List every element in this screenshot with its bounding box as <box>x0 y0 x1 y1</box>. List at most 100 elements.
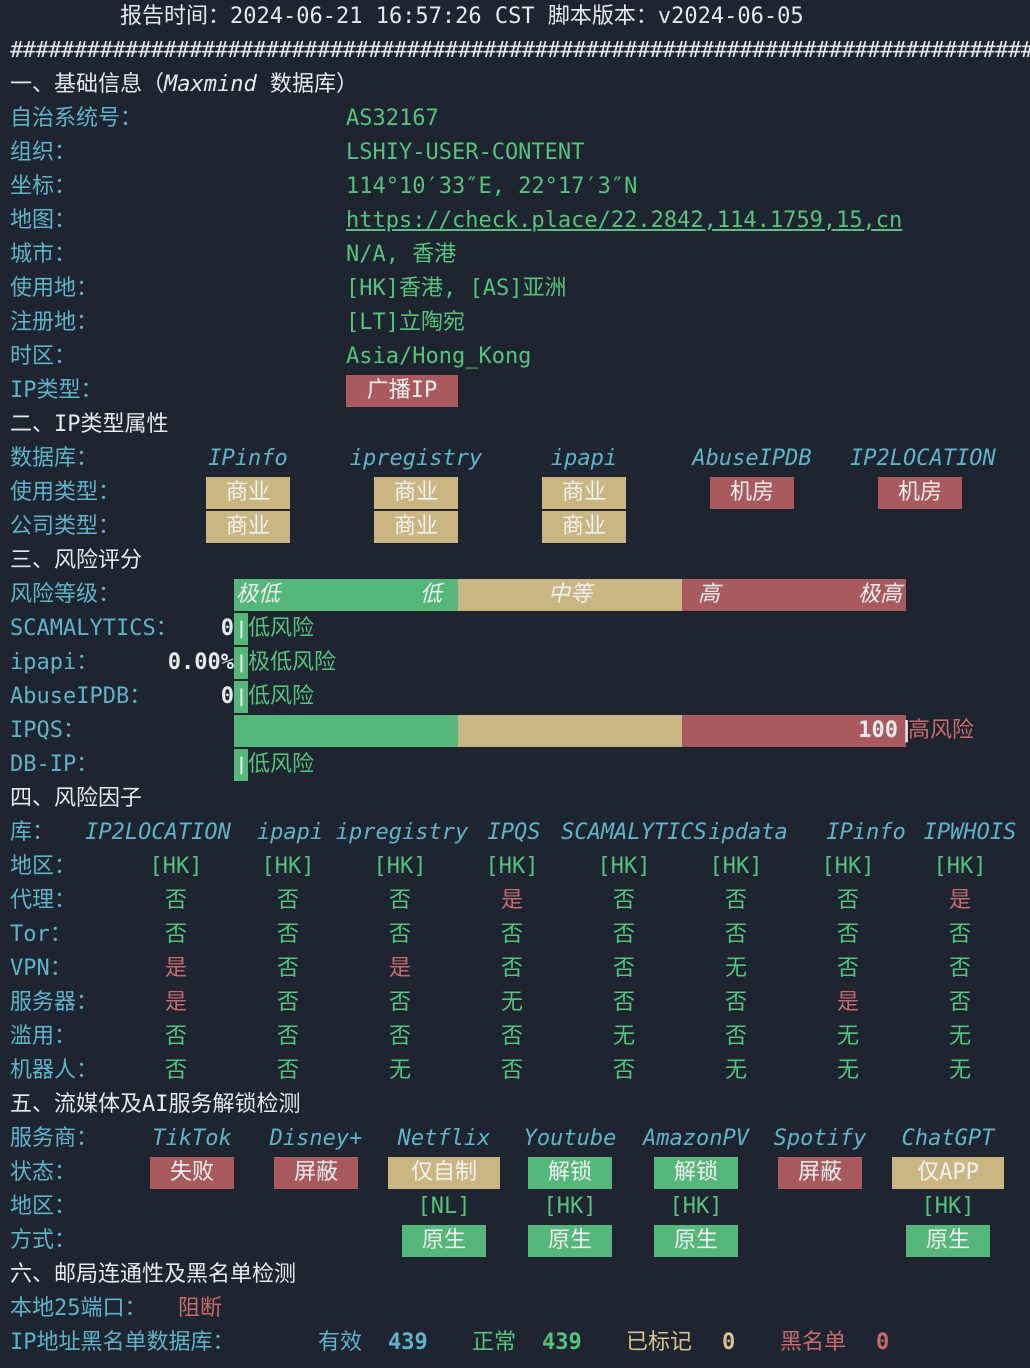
risk-level-row: 风险等级： 极低 低 中等 高 极高 <box>0 578 1030 612</box>
ip-type-row: IP类型： 广播IP <box>0 374 1030 408</box>
basic-info-value: [HK]香港, [AS]亚洲 <box>346 276 567 301</box>
db-header-ipinfo: IPinfo <box>208 446 288 471</box>
risk-source-label: SCAMALYTICS： <box>10 616 178 641</box>
basic-info-row: 注册地： [LT]立陶宛 <box>0 306 1030 340</box>
section3-title-row: 三、风险评分 <box>0 544 1030 578</box>
factor-db-ipdata: ipdata <box>708 820 788 845</box>
risk-factor-label: 代理： <box>10 888 77 913</box>
risk-factor-value: 否 <box>164 922 187 947</box>
valid-label: 有效 <box>318 1330 363 1355</box>
ip-type-badge: 广播IP <box>346 375 458 407</box>
section5-title-row: 五、流媒体及AI服务解锁检测 <box>0 1088 1030 1122</box>
risk-score-text: 低风险 <box>248 752 315 777</box>
basic-info-label: 时区： <box>10 344 77 369</box>
basic-info-row: 使用地：[HK]香港, [AS]亚洲 <box>0 272 1030 306</box>
risk-factor-value: 无 <box>724 956 747 981</box>
risk-source-label: IPQS： <box>10 718 85 743</box>
risk-bar-green <box>234 681 248 713</box>
port25-label: 本地25端口： <box>10 1296 147 1321</box>
basic-info-row: 坐标： 114°10′33″E, 22°17′3″N <box>0 170 1030 204</box>
section5-method-row: 方式： 原生原生原生原生 <box>0 1224 1030 1258</box>
unlock-status-badge: 仅APP <box>892 1157 1004 1189</box>
risk-factor-value: 无 <box>948 1024 971 1049</box>
risk-factor-value: 否 <box>276 990 299 1015</box>
unlock-region: [NL] <box>417 1194 471 1219</box>
risk-factor-value: 是 <box>388 956 411 981</box>
risk-factor-value: 否 <box>164 888 187 913</box>
risk-factor-value: 否 <box>500 1058 523 1083</box>
risk-marker: | <box>236 618 247 639</box>
provider-youtube: Youtube <box>523 1126 617 1151</box>
usage-type-badge: 商业 <box>542 477 626 509</box>
blacklist-db-label: IP地址黑名单数据库： <box>10 1330 235 1355</box>
map-link[interactable]: https://check.place/22.2842,114.1759,15,… <box>346 208 903 233</box>
unlock-status-badge: 屏蔽 <box>274 1157 358 1189</box>
risk-bar-tan <box>458 715 682 747</box>
basic-info-value: LSHIY-USER-CONTENT <box>346 140 585 165</box>
company-type-badge: 商业 <box>374 511 458 543</box>
risk-factor-value: 否 <box>836 922 859 947</box>
separator-row: ########################################… <box>0 34 1030 68</box>
risk-factor-row: 代理：否否否是否否否是 <box>0 884 1030 918</box>
basic-info-value: 114°10′33″E, 22°17′3″N <box>346 174 638 199</box>
risk-level-low: 低 <box>419 582 442 607</box>
risk-source-label: AbuseIPDB： <box>10 684 152 709</box>
risk-factor-value: 无 <box>388 1058 411 1083</box>
region-label: 地区： <box>10 1194 77 1219</box>
basic-info-value: N/A, 香港 <box>346 242 457 267</box>
usage-type-badge: 机房 <box>878 477 962 509</box>
basic-info-label: 注册地： <box>10 310 99 335</box>
risk-level-very-high: 极高 <box>857 582 902 607</box>
risk-score-value: 0 <box>220 616 234 641</box>
section2-db-label: 数据库： <box>10 446 99 471</box>
marked-label: 已标记 <box>626 1330 693 1355</box>
factor-db-ipwhois: IPWHOIS <box>923 820 1017 845</box>
risk-factor-value: 否 <box>276 956 299 981</box>
usage-type-label: 使用类型： <box>10 480 121 505</box>
basic-info-row: 自治系统号：AS32167 <box>0 102 1030 136</box>
risk-factor-value: 否 <box>164 1058 187 1083</box>
normal-value: 439 <box>542 1330 582 1355</box>
company-type-badge: 商业 <box>206 511 290 543</box>
risk-score-row: AbuseIPDB：0|低风险 <box>0 680 1030 714</box>
risk-factor-label: VPN： <box>10 956 72 981</box>
risk-factor-value: 否 <box>948 956 971 981</box>
risk-factor-value: 否 <box>612 1058 635 1083</box>
risk-score-row: SCAMALYTICS：0|低风险 <box>0 612 1030 646</box>
db-header-ipregistry: ipregistry <box>349 446 483 471</box>
section5-title: 五、流媒体及AI服务解锁检测 <box>10 1092 301 1117</box>
method-label: 方式： <box>10 1228 77 1253</box>
unlock-method-badge: 原生 <box>906 1225 990 1257</box>
basic-info-value: [LT]立陶宛 <box>346 310 465 335</box>
basic-info-value: Asia/Hong_Kong <box>346 344 532 369</box>
section1-title: 一、基础信息（Maxmind 数据库） <box>10 72 358 97</box>
risk-factor-label: 机器人： <box>10 1058 99 1083</box>
factor-db-ipapi: ipapi <box>256 820 324 845</box>
risk-level-very-low: 极低 <box>236 582 281 607</box>
risk-factor-value: 否 <box>388 1024 411 1049</box>
risk-factor-label: 滥用： <box>10 1024 77 1049</box>
unlock-region: [HK] <box>543 1194 597 1219</box>
risk-factor-label: 服务器： <box>10 990 99 1015</box>
risk-score-text: 高风险 <box>908 718 975 743</box>
basic-info-label: 组织： <box>10 140 77 165</box>
risk-factor-value: [HK] <box>485 854 539 879</box>
basic-info-label: 自治系统号： <box>10 106 143 131</box>
section4-title-row: 四、风险因子 <box>0 782 1030 816</box>
unlock-status-badge: 屏蔽 <box>778 1157 862 1189</box>
section2-company-row: 公司类型： 商业商业商业 <box>0 510 1030 544</box>
unlock-region: [HK] <box>669 1194 723 1219</box>
risk-scale-low-segment: 极低 低 <box>234 579 458 611</box>
basic-info-label: 坐标： <box>10 174 77 199</box>
risk-score-value: 100 <box>858 718 898 743</box>
factor-db-ipinfo: IPinfo <box>826 820 906 845</box>
risk-factor-value: 是 <box>164 990 187 1015</box>
risk-factor-value: 是 <box>164 956 187 981</box>
risk-factor-value: 否 <box>836 956 859 981</box>
basic-info-row: 时区： Asia/Hong_Kong <box>0 340 1030 374</box>
basic-info-row: 城市：N/A, 香港 <box>0 238 1030 272</box>
risk-source-label: DB-IP： <box>10 752 99 777</box>
risk-factor-value: 否 <box>388 990 411 1015</box>
section2-title: 二、IP类型属性 <box>10 412 169 437</box>
